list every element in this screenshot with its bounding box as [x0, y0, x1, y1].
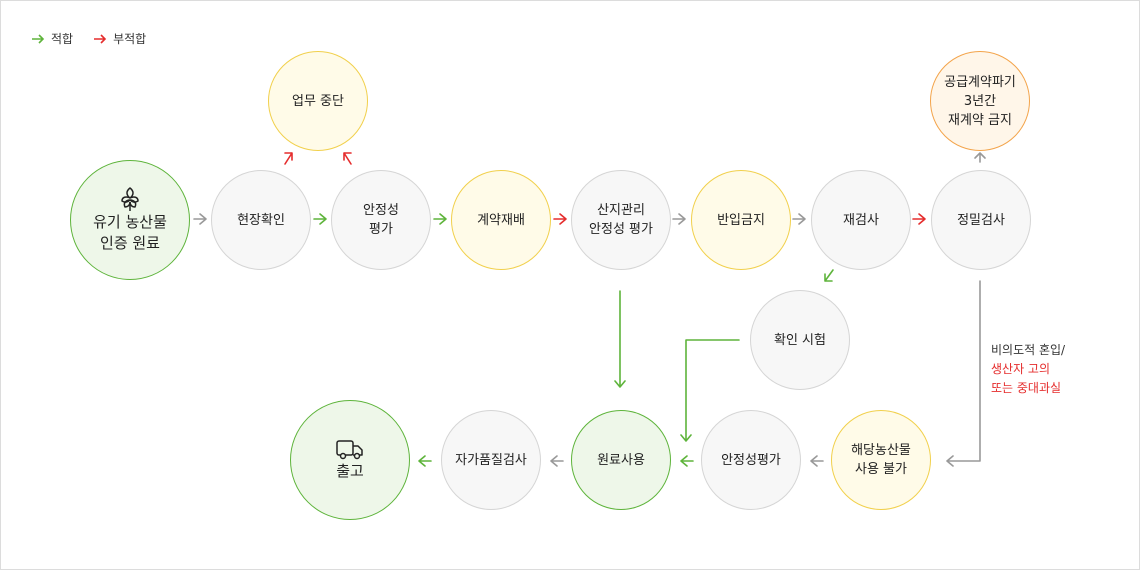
contract-cancel-line2: 3년간 — [963, 93, 997, 109]
self-quality-label: 자가품질검사 — [455, 452, 527, 468]
note-line3: 또는 중대과실 — [991, 381, 1062, 395]
origin-stability-line2: 안정성 평가 — [589, 222, 653, 237]
stability-eval-line2: 평가 — [369, 222, 393, 237]
unusable-line2: 사용 불가 — [855, 462, 907, 477]
node-stability-eval2: 안정성평가 — [701, 410, 801, 510]
legend-fail: 부적합 — [93, 30, 146, 47]
legend-pass-label: 적합 — [51, 32, 74, 46]
contract-farming-label: 계약재배 — [477, 212, 525, 228]
work-stop-label: 업무 중단 — [292, 93, 344, 109]
unusable-line1: 해당농산물 — [851, 443, 911, 458]
node-organic-source: 유기 농산물 인증 원료 — [70, 160, 190, 280]
pass-arrows — [313, 213, 834, 467]
truck-icon — [336, 439, 363, 459]
note-line1: 비의도적 혼입/ — [991, 343, 1066, 357]
node-unusable: 해당농산물 사용 불가 — [831, 410, 931, 510]
node-precise-inspect: 정밀검사 — [931, 170, 1031, 270]
sprout-icon — [121, 187, 139, 211]
node-material-use: 원료사용 — [571, 410, 671, 510]
note-line2: 생산자 고의 — [991, 362, 1051, 376]
node-shipment: 출고 — [290, 400, 410, 520]
legend-fail-label: 부적합 — [113, 32, 147, 46]
node-origin-stability: 산지관리 안정성 평가 — [571, 170, 671, 270]
legend-pass: 적합 — [31, 30, 73, 47]
stability-eval-line1: 안정성 — [363, 203, 399, 218]
origin-stability-line1: 산지관리 — [597, 203, 645, 218]
organic-source-line2: 인증 원료 — [100, 234, 160, 252]
node-self-quality: 자가품질검사 — [441, 410, 541, 510]
node-contract-farming: 계약재배 — [451, 170, 551, 270]
reinspect-label: 재검사 — [843, 212, 879, 228]
confirm-test-label: 확인 시험 — [774, 332, 826, 348]
red-arrow-icon — [94, 33, 107, 44]
organic-source-line1: 유기 농산물 — [93, 213, 167, 231]
green-arrow-icon — [32, 33, 45, 44]
node-reinspect: 재검사 — [811, 170, 911, 270]
site-check-label: 현장확인 — [237, 212, 285, 228]
node-site-check: 현장확인 — [211, 170, 311, 270]
entry-ban-label: 반입금지 — [717, 212, 765, 228]
precise-inspect-label: 정밀검사 — [957, 212, 1005, 228]
node-confirm-test: 확인 시험 — [750, 290, 850, 390]
condition-note: 비의도적 혼입/ 생산자 고의 또는 중대과실 — [991, 341, 1065, 398]
contract-cancel-line1: 공급계약파기 — [944, 74, 1016, 90]
node-work-stop: 업무 중단 — [268, 51, 368, 151]
material-use-label: 원료사용 — [597, 452, 645, 468]
node-stability-eval: 안정성 평가 — [331, 170, 431, 270]
shipment-label: 출고 — [336, 461, 364, 480]
legend: 적합 부적합 — [31, 30, 146, 47]
contract-cancel-line3: 재계약 금지 — [948, 112, 1012, 128]
node-contract-cancel: 공급계약파기 3년간 재계약 금지 — [930, 51, 1030, 151]
stability-eval2-label: 안정성평가 — [721, 452, 781, 468]
neutral-arrows — [193, 152, 986, 467]
fail-arrows — [284, 152, 926, 225]
node-entry-ban: 반입금지 — [691, 170, 791, 270]
